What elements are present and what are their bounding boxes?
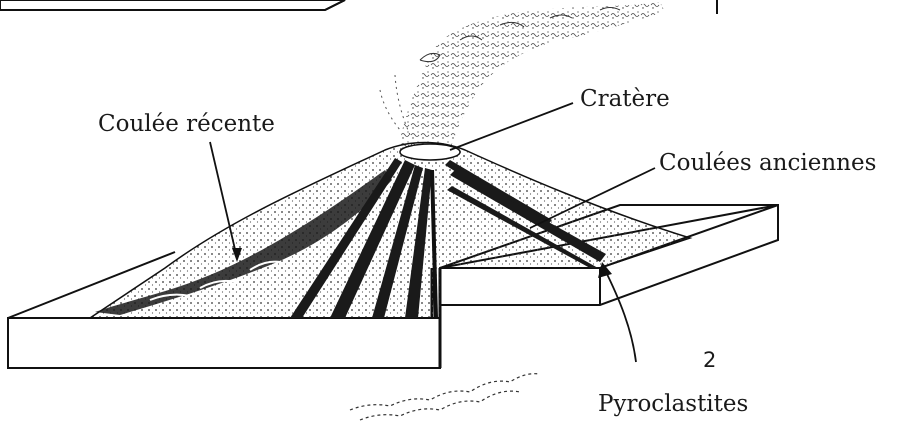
label-cratere: Cratère	[580, 88, 670, 111]
leader-cratere	[450, 103, 573, 150]
label-pyroclastites: Pyroclastites	[598, 393, 748, 416]
lower-ash-texture	[350, 374, 540, 420]
label-coulees-anciennes: Coulées anciennes	[659, 152, 876, 175]
previous-panel-box	[0, 0, 345, 10]
label-coulee-recente: Coulée récente	[98, 113, 275, 136]
panel-number-bottom: 2	[703, 350, 716, 371]
ash-plume	[380, 2, 665, 150]
